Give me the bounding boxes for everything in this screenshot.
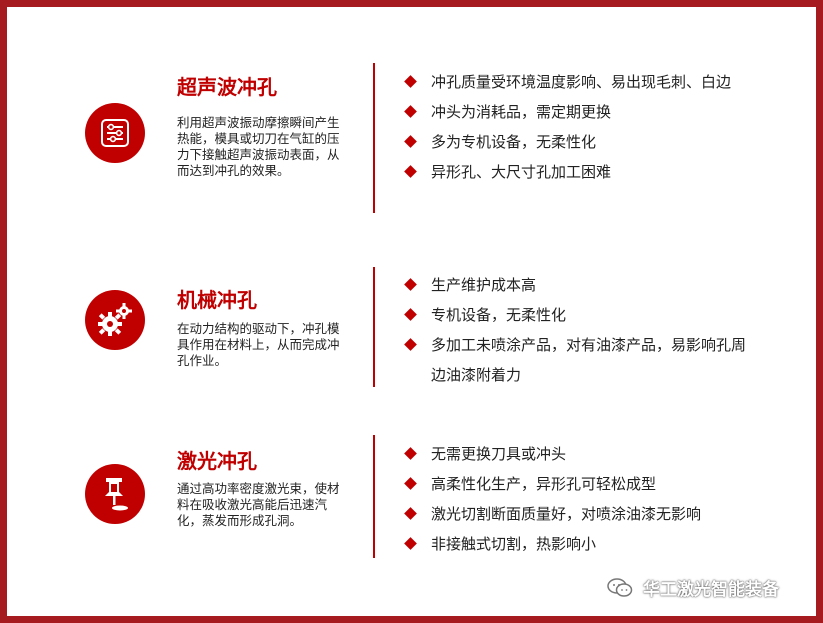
diamond-bullet-icon <box>404 165 417 178</box>
section-title: 超声波冲孔 <box>177 75 277 99</box>
section-divider <box>373 435 375 558</box>
wechat-icon <box>607 577 633 597</box>
section-description: 在动力结构的驱动下，冲孔模具作用在材料上，从而完成冲孔作业。 <box>177 321 340 368</box>
diamond-bullet-icon <box>404 308 417 321</box>
list-item: 冲头为消耗品，需定期更换 <box>403 97 748 127</box>
diamond-bullet-icon <box>404 537 417 550</box>
list-item: 冲孔质量受环境温度影响、易出现毛刺、白边 <box>403 67 748 97</box>
list-item: 生产维护成本高 <box>403 270 748 300</box>
watermark: 华工激光智能装备 <box>607 575 779 600</box>
section-divider <box>373 267 375 387</box>
bullet-list: 无需更换刀具或冲头 高柔性化生产，异形孔可轻松成型 激光切割断面质量好，对喷涂油… <box>403 439 748 559</box>
bullet-list: 冲孔质量受环境温度影响、易出现毛刺、白边 冲头为消耗品，需定期更换 多为专机设备… <box>403 67 748 187</box>
section-title: 机械冲孔 <box>177 288 257 312</box>
list-item: 异形孔、大尺寸孔加工困难 <box>403 157 748 187</box>
section-divider <box>373 63 375 213</box>
list-item: 多为专机设备，无柔性化 <box>403 127 748 157</box>
list-item: 多加工未喷涂产品，对有油漆产品，易影响孔周边油漆附着力 <box>403 330 748 390</box>
list-item: 专机设备，无柔性化 <box>403 300 748 330</box>
diamond-bullet-icon <box>404 507 417 520</box>
gears-icon <box>85 290 145 350</box>
list-item: 无需更换刀具或冲头 <box>403 439 748 469</box>
diamond-bullet-icon <box>404 135 417 148</box>
pin-icon <box>85 464 145 524</box>
list-item: 激光切割断面质量好，对喷涂油漆无影响 <box>403 499 748 529</box>
list-item: 高柔性化生产，异形孔可轻松成型 <box>403 469 748 499</box>
section-description: 通过高功率密度激光束，使材料在吸收激光高能后迅速汽化，蒸发而形成孔洞。 <box>177 481 340 528</box>
diamond-bullet-icon <box>404 477 417 490</box>
list-item: 非接触式切割，热影响小 <box>403 529 748 559</box>
section-description: 利用超声波振动摩擦瞬间产生热能，模具或切刀在气缸的压力下接触超声波振动表面，从而… <box>177 115 340 178</box>
diamond-bullet-icon <box>404 447 417 460</box>
bullet-list: 生产维护成本高 专机设备，无柔性化 多加工未喷涂产品，对有油漆产品，易影响孔周边… <box>403 270 748 390</box>
section-title: 激光冲孔 <box>177 449 257 473</box>
watermark-text: 华工激光智能装备 <box>643 580 779 600</box>
diamond-bullet-icon <box>404 75 417 88</box>
diamond-bullet-icon <box>404 338 417 351</box>
diamond-bullet-icon <box>404 278 417 291</box>
diamond-bullet-icon <box>404 105 417 118</box>
settings-sliders-icon <box>85 103 145 163</box>
